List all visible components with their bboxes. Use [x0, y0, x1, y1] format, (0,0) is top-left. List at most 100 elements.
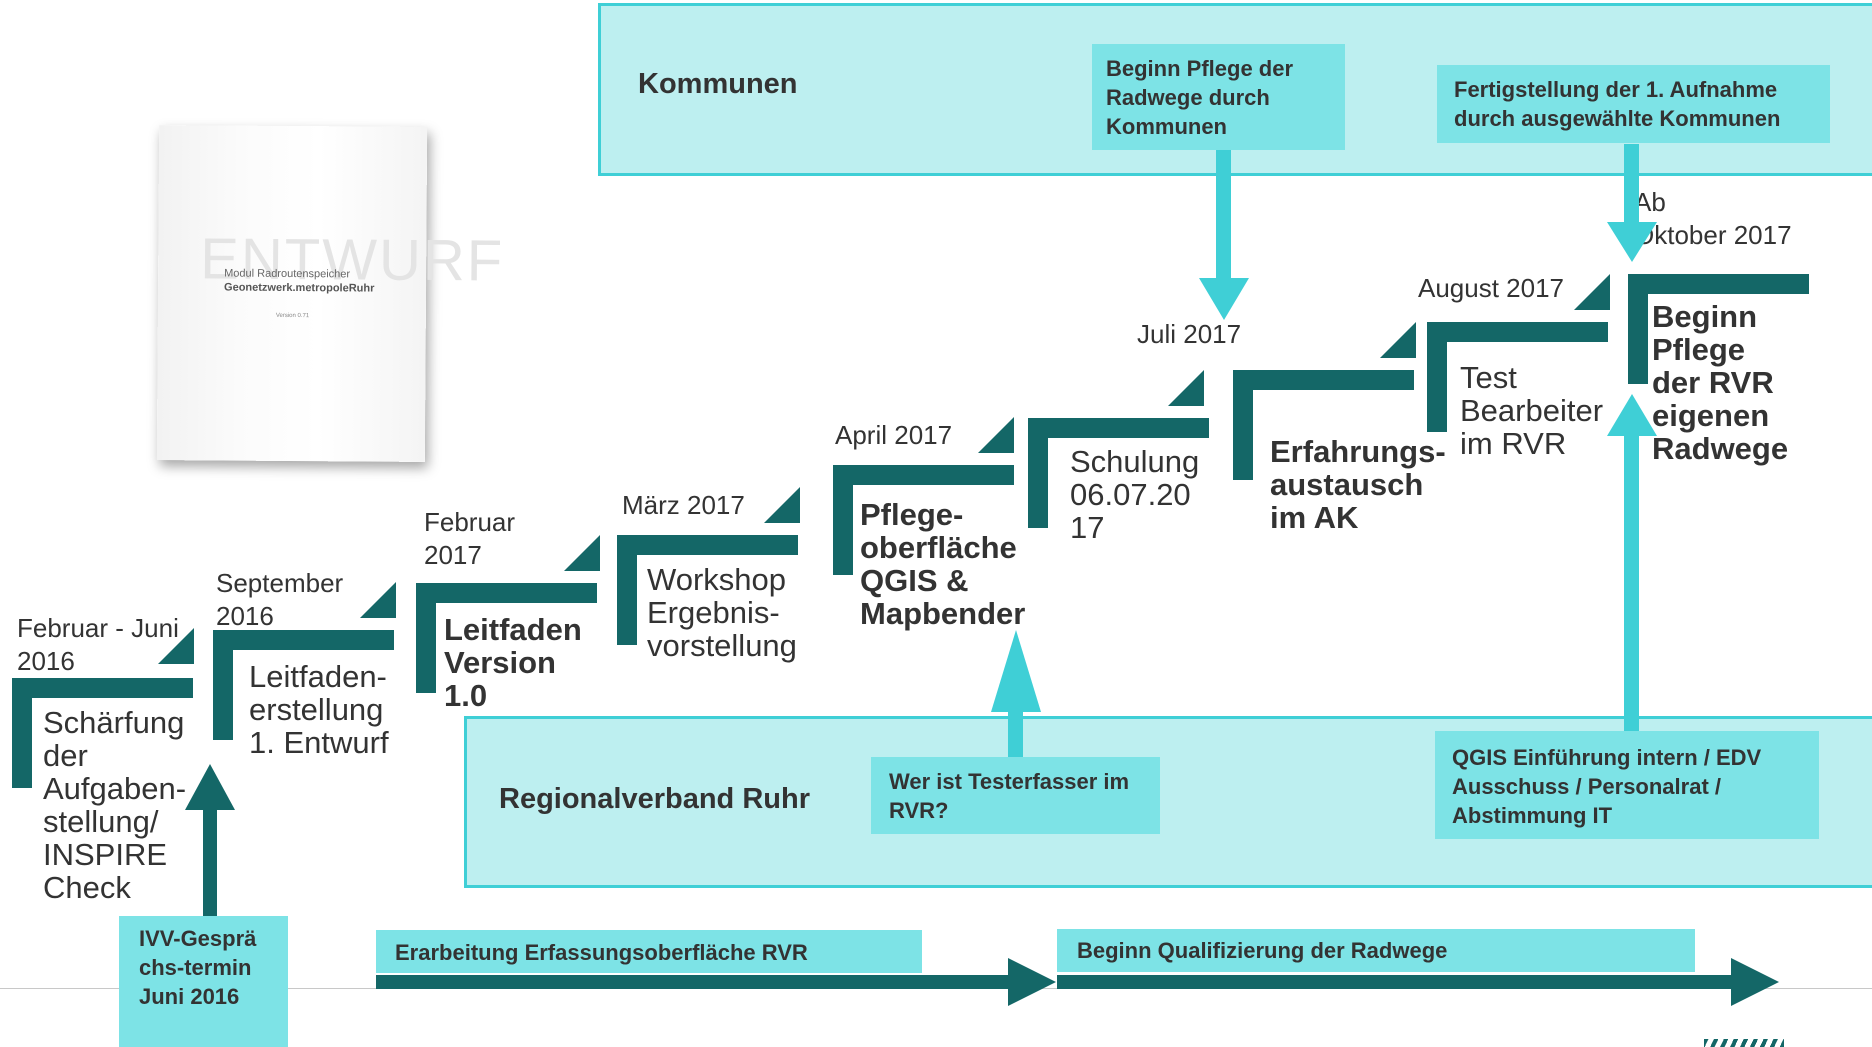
logo-mark	[1704, 1039, 1784, 1047]
step-marker-triangle	[764, 487, 800, 523]
step-description-line: QGIS &	[860, 563, 969, 598]
callout-pflege-kommunen: Beginn Pflege der Radwege durch Kommunen	[1092, 44, 1345, 150]
step-description-line: austausch	[1270, 467, 1424, 502]
step-date-line: Oktober 2017	[1634, 220, 1792, 250]
step-marker-triangle	[1168, 370, 1204, 406]
step-description-line: 1.0	[444, 678, 488, 713]
step-date-line: April 2017	[835, 420, 953, 450]
step-date-line: September	[216, 568, 344, 598]
arrow-fertigstellung	[1624, 144, 1639, 224]
step-description-line: eigenen	[1652, 398, 1770, 433]
arrow-ivv-head	[185, 764, 235, 810]
step-marker-triangle	[564, 535, 600, 571]
step-description-line: erstellung	[249, 692, 384, 727]
step-description-line: Check	[43, 870, 131, 905]
step-description-line: vorstellung	[647, 628, 797, 663]
step-description-line: Schulung	[1070, 444, 1200, 479]
step-description-line: Mapbender	[860, 596, 1026, 631]
arrow-testerfasser-head	[991, 630, 1041, 712]
step-date-line: 2016	[17, 646, 75, 676]
step-description-line: oberfläche	[860, 530, 1017, 565]
arrow-erarbeitung-head	[1008, 958, 1056, 1006]
step-marker-triangle	[158, 628, 194, 664]
step-date-line: August 2017	[1418, 273, 1565, 303]
step-description-line: Leitfaden-	[249, 659, 387, 694]
arrow-fertigstellung-head	[1607, 222, 1657, 262]
callout-qgis-einfuehrung: QGIS Einführung intern / EDV Ausschuss /…	[1435, 731, 1819, 839]
step-bar-horizontal	[1233, 370, 1414, 390]
step-description-line: INSPIRE	[43, 837, 168, 872]
step-date-line: Februar	[424, 507, 516, 537]
arrow-ivv	[203, 808, 217, 918]
step-description-line: 17	[1070, 510, 1105, 545]
step-description-line: der RVR	[1652, 365, 1774, 400]
step-marker-triangle	[1574, 274, 1610, 310]
step-date-line: 2016	[216, 601, 274, 631]
step-description-line: im AK	[1270, 500, 1359, 535]
arrow-qgis-einfuehrung	[1624, 434, 1639, 734]
step-date: März 2017	[622, 489, 745, 522]
step-bar-horizontal	[1028, 418, 1209, 438]
step-description-line: Pflege-	[860, 497, 964, 532]
step-description-line: Schärfung	[43, 705, 185, 740]
callout-erarbeitung: Erarbeitung Erfassungsoberfläche RVR	[376, 930, 922, 973]
step-description-line: Leitfaden	[444, 612, 582, 647]
step-bar-vertical	[416, 583, 436, 693]
step-marker-triangle	[978, 417, 1014, 453]
document-line-2: Geonetzwerk.metropoleRuhr	[223, 281, 375, 295]
step-description-line: Pflege	[1652, 332, 1746, 367]
step-description-line: der	[43, 738, 88, 773]
step-description-line: stellung/	[43, 804, 159, 839]
callout-fertigstellung: Fertigstellung der 1. Aufnahme durch aus…	[1437, 65, 1830, 143]
step-description-line: 1. Entwurf	[249, 725, 389, 760]
step-description-line: Test	[1460, 360, 1517, 395]
callout-qualifizierung: Beginn Qualifizierung der Radwege	[1057, 929, 1695, 972]
arrow-qualifizierung	[1057, 975, 1737, 989]
arrow-pflege-kommunen-head	[1199, 278, 1249, 320]
step-date-line: Februar - Juni	[17, 613, 179, 643]
arrow-erarbeitung	[376, 975, 1016, 989]
step-marker-triangle	[1380, 322, 1416, 358]
arrow-testerfasser	[1008, 710, 1023, 760]
step-date: August 2017	[1418, 272, 1564, 305]
step-bar-horizontal	[1628, 274, 1809, 294]
step-description-line: Beginn	[1652, 299, 1758, 334]
step-date-line: 2017	[424, 540, 482, 570]
step-marker-triangle	[360, 582, 396, 618]
rvr-panel-title: Regionalverband Ruhr	[499, 783, 810, 815]
step-description-line: Erfahrungs-	[1270, 434, 1446, 469]
callout-testerfasser: Wer ist Testerfasser im RVR?	[871, 757, 1160, 834]
step-description-line: Workshop	[647, 562, 786, 597]
kommunen-panel-title: Kommunen	[638, 68, 798, 100]
step-bar-horizontal	[416, 583, 597, 603]
draft-document-image: ENTWURF Modul Radroutenspeicher Geonetzw…	[156, 125, 504, 462]
step-description-line: Ergebnis-	[647, 595, 780, 630]
step-bar-vertical	[1028, 418, 1048, 528]
callout-ivv-termin: IVV-Gesprächs-termin Juni 2016	[119, 916, 288, 1047]
step-bar-vertical	[12, 678, 32, 788]
step-bar-horizontal	[833, 465, 1014, 485]
step-description-line: im RVR	[1460, 426, 1567, 461]
step-bar-horizontal	[617, 535, 798, 555]
step-bar-vertical	[1427, 322, 1447, 432]
step-description-line: Aufgaben-	[43, 771, 187, 806]
step-date: April 2017	[835, 419, 952, 452]
step-bar-vertical	[617, 535, 637, 645]
step-date-line: März 2017	[622, 490, 745, 520]
step-description-line: Version	[444, 645, 556, 680]
document-version: Version 0.71	[275, 312, 310, 320]
arrow-qgis-einfuehrung-head	[1607, 394, 1657, 436]
